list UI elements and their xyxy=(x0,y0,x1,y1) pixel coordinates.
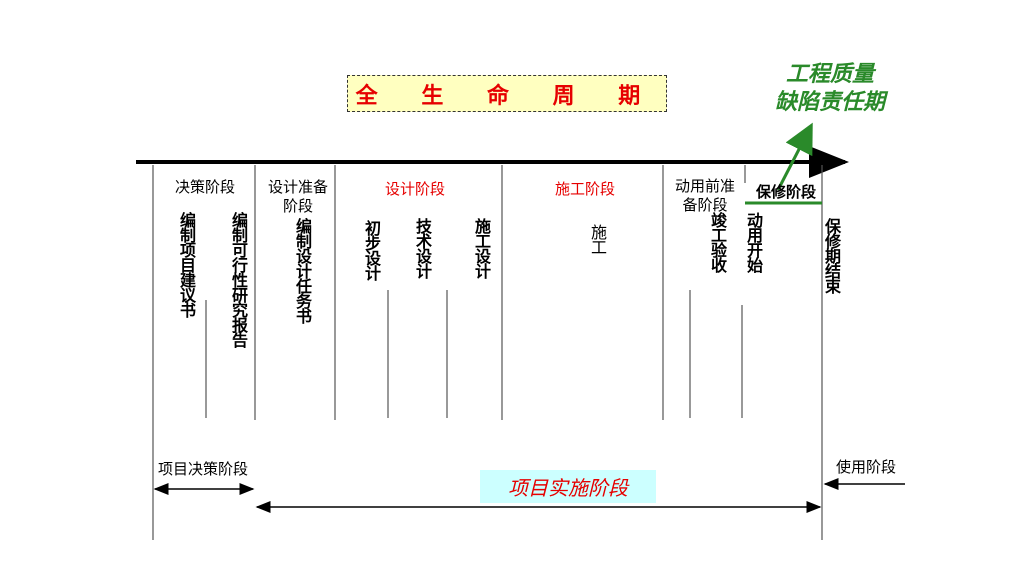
activity-construction: 施工 xyxy=(588,224,607,254)
stage-design-prep: 设计准备 阶段 xyxy=(258,178,338,216)
activity-feasibility: 编制可行性研究报告 xyxy=(229,212,248,347)
activity-construction-drawing: 施工设计 xyxy=(472,218,491,278)
activity-completion-acceptance: 竣工验收 xyxy=(708,212,727,272)
stage-design: 设计阶段 xyxy=(384,180,445,198)
warranty-period-label: 工程质量 缺陷责任期 xyxy=(760,60,900,116)
activity-warranty-end: 保修期结束 xyxy=(822,218,841,293)
phase-use: 使用阶段 xyxy=(836,458,897,476)
warranty-arrow xyxy=(776,122,813,191)
lifecycle-title: 全 生 命 周 期 xyxy=(347,75,667,112)
activity-technical-design: 技术设计 xyxy=(413,218,432,278)
warranty-period-line-2: 缺陷责任期 xyxy=(774,89,885,115)
stage-pre-use: 动用前准 备阶段 xyxy=(664,177,746,215)
phase-decision: 项目决策阶段 xyxy=(158,460,249,478)
activity-design-brief: 编制设计任务书 xyxy=(293,218,312,323)
stage-design-prep-line-1: 设计准备 xyxy=(267,178,328,196)
stage-construction: 施工阶段 xyxy=(554,180,615,198)
activity-proposal: 编制项目建议书 xyxy=(177,212,196,317)
phase-implementation: 项目实施阶段 xyxy=(480,470,656,503)
stage-decision: 决策阶段 xyxy=(174,178,235,196)
warranty-period-line-1: 工程质量 xyxy=(785,61,874,87)
stage-warranty: 保修阶段 xyxy=(755,183,816,201)
activity-preliminary-design: 初步设计 xyxy=(362,220,381,280)
stage-pre-use-line-2: 备阶段 xyxy=(682,196,728,214)
stage-design-prep-line-2: 阶段 xyxy=(282,197,313,215)
activity-start-use: 动用开始 xyxy=(744,212,763,272)
stage-pre-use-line-1: 动用前准 xyxy=(674,177,735,195)
